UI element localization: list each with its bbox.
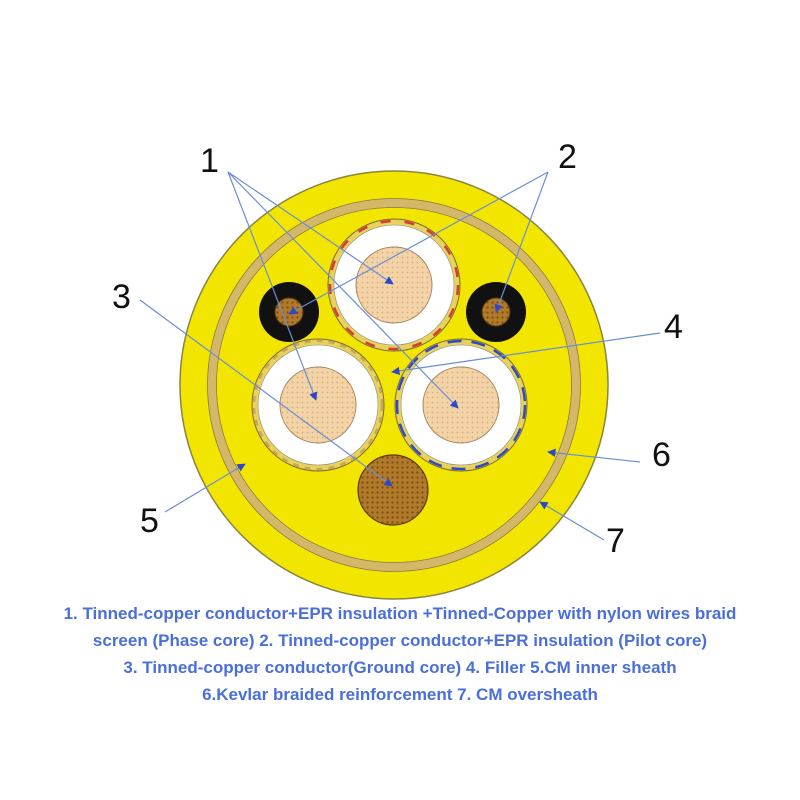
phase-core-top — [327, 218, 461, 352]
phase-core-right — [394, 338, 528, 472]
phase-core-left — [251, 338, 385, 472]
caption-line-1: 1. Tinned-copper conductor+EPR insulatio… — [63, 604, 737, 623]
caption-line-3: 3. Tinned-copper conductor(Ground core) … — [123, 658, 677, 677]
label-5: 5 — [140, 502, 159, 540]
ground-core — [357, 454, 429, 526]
legend-caption: 1. Tinned-copper conductor+EPR insulatio… — [0, 600, 800, 708]
pilot-core-left — [259, 282, 319, 342]
kevlar-braid-ring — [207, 198, 581, 572]
leader-lines — [139, 171, 661, 541]
label-3: 3 — [112, 278, 131, 316]
label-2: 2 — [558, 138, 577, 176]
label-1: 1 — [200, 142, 219, 180]
label-7: 7 — [606, 522, 625, 560]
label-6: 6 — [652, 436, 671, 474]
caption-line-2: screen (Phase core) 2. Tinned-copper con… — [92, 631, 708, 650]
caption-line-4: 6.Kevlar braided reinforcement 7. CM ove… — [202, 685, 598, 704]
label-4: 4 — [664, 308, 683, 346]
